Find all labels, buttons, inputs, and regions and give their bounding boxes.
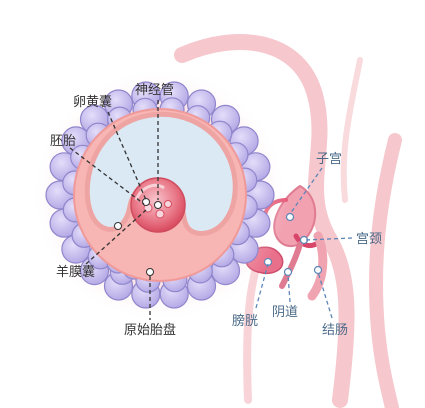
body-outline-front xyxy=(369,133,402,408)
labels: 卵黄囊 神经管 胚胎 羊膜囊 原始胎盘 子宫 宫颈 膀胱 阴道 结肠 xyxy=(50,83,382,338)
body-outline-far xyxy=(340,57,363,203)
vagina-leader xyxy=(287,273,291,303)
label-cervix: 宫颈 xyxy=(356,232,382,247)
uterus-leader xyxy=(289,167,323,215)
placenta-pointer-dot xyxy=(146,268,154,276)
vagina-shape xyxy=(279,241,303,289)
uterus-pointer-dot xyxy=(285,212,295,222)
label-vagina: 阴道 xyxy=(272,305,298,320)
label-embryo: 胚胎 xyxy=(50,134,76,149)
colon-leader xyxy=(317,271,333,319)
label-neural-tube: 神经管 xyxy=(135,83,174,98)
label-amniotic-sac: 羊膜囊 xyxy=(56,264,95,280)
label-yolk-sac: 卵黄囊 xyxy=(73,94,112,110)
cervix-shape xyxy=(293,233,319,249)
embryo-center-dot xyxy=(154,201,162,209)
body-outline-back xyxy=(174,34,355,408)
embryo-leader xyxy=(69,147,145,205)
amnion-pointer-dot xyxy=(114,222,122,230)
label-uterus: 子宫 xyxy=(316,152,342,167)
label-primitive-placenta: 原始胎盘 xyxy=(124,322,176,338)
amniotic-cavity xyxy=(84,111,238,236)
embryo-vesicle-2 xyxy=(155,209,165,219)
leader-lines xyxy=(69,100,353,320)
embryo-bump-left xyxy=(134,183,165,201)
embryo-vesicle-3 xyxy=(164,200,172,208)
bladder-leader xyxy=(255,263,269,309)
vagina-pointer-dot xyxy=(283,267,293,277)
colon-pointer-dot xyxy=(313,265,323,275)
embryo xyxy=(130,177,186,233)
yolk-sac-leader xyxy=(107,111,147,201)
colon-shape xyxy=(307,231,328,301)
label-bladder: 膀胱 xyxy=(232,313,258,329)
cervix-leader xyxy=(305,237,353,241)
label-colon: 结肠 xyxy=(322,323,348,338)
